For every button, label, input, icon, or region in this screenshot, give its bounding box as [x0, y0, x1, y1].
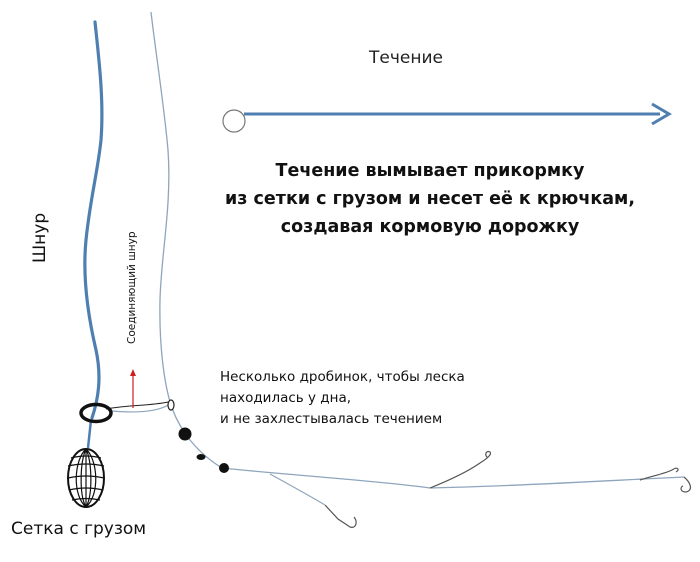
leader-line: [150, 11, 685, 489]
connector-line-secondary: [105, 401, 169, 410]
main-line: [83, 20, 104, 420]
headline: Течение вымывает прикормку из сетки с гр…: [215, 157, 645, 241]
arrow-start-circle: [222, 109, 246, 133]
split-shot-2: [196, 454, 206, 460]
split-shot-note-line-3: и не захлестывалась течением: [220, 411, 443, 427]
feeder-net-icon: [67, 448, 105, 508]
feeder-net-caption: Сетка с грузом: [11, 519, 147, 539]
pointer-arrowhead: [130, 369, 136, 376]
net-line: [86, 419, 93, 449]
split-shot-note-line-2: находилась у дна,: [220, 390, 352, 406]
split-shot-note-line-1: Несколько дробинок, чтобы леска: [220, 369, 465, 385]
headline-line-2: из сетки с грузом и несет её к крючкам,: [225, 189, 635, 209]
split-shot-3: [219, 463, 229, 473]
headline-line-3: создавая кормовую дорожку: [280, 217, 580, 237]
hook-branch-1-stem: [269, 473, 326, 506]
swivel-icon: [167, 399, 175, 411]
current-arrowhead: [651, 102, 672, 126]
connector-line-label: Соединяющий шнур: [126, 231, 138, 344]
hook-branch-2: [429, 450, 492, 489]
ring-icon: [79, 402, 113, 424]
hook-branch-3: [680, 476, 692, 493]
connector-line: [111, 403, 171, 413]
current-label: Течение: [369, 48, 443, 68]
hook-branch-3-arm: [639, 467, 679, 481]
split-shot-note: Несколько дробинок, чтобы леска находила…: [220, 367, 465, 430]
split-shot-1: [178, 427, 192, 441]
main-line-label: Шнур: [30, 212, 50, 263]
hook-branch-1: [324, 504, 357, 528]
headline-line-1: Течение вымывает прикормку: [275, 161, 585, 181]
